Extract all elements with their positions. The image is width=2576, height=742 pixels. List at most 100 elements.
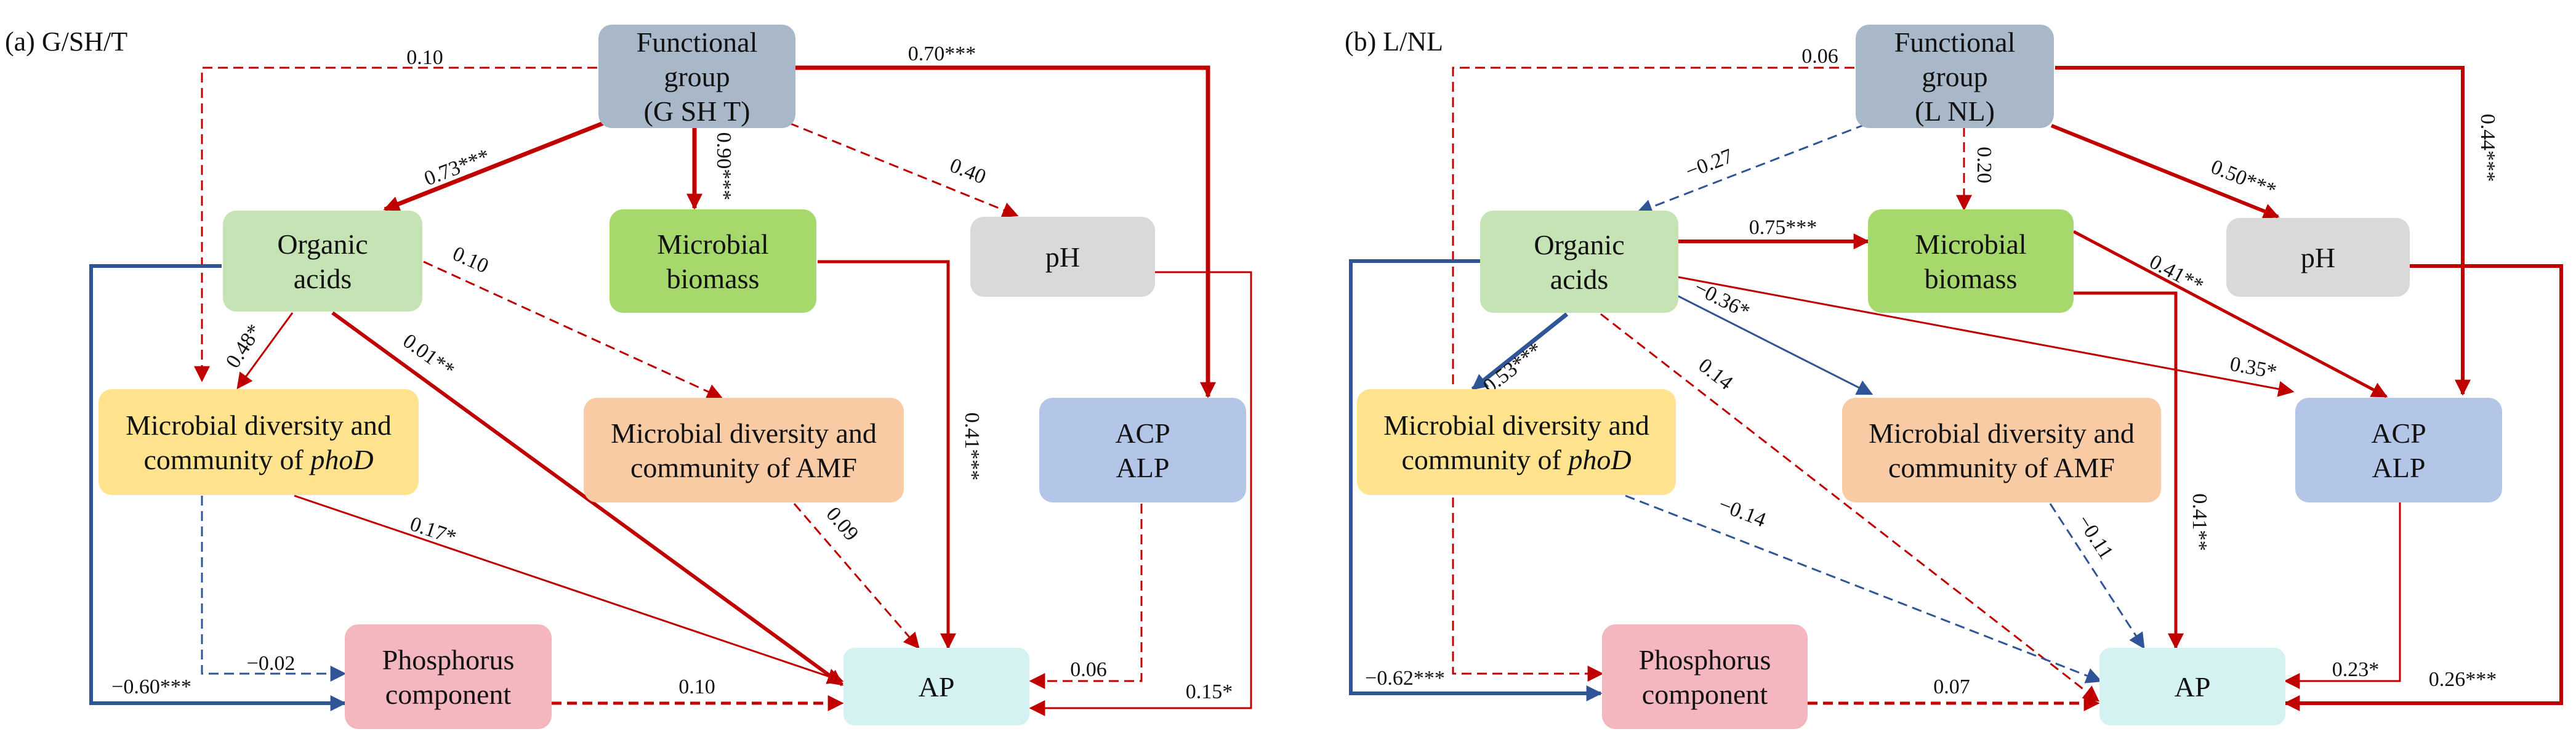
b-node-ph — [2226, 218, 2410, 297]
a-edge-fg-mdp-label: 0.10 — [406, 46, 443, 69]
b-node-microbial-biomass — [1868, 209, 2074, 313]
a-edge-mdp-pc — [201, 496, 347, 682]
node-label-line: Functional — [637, 26, 758, 58]
b-edge-oa-pc-label: −0.62*** — [1365, 667, 1445, 690]
b-node-diversity-amf — [1842, 398, 2161, 502]
b-edge-fg-pc-label: 0.06 — [1801, 45, 1838, 68]
b-edge-oa-ap — [1600, 313, 2100, 702]
node-label-line: biomass — [667, 263, 760, 294]
b-edge-mdp-ap — [1625, 494, 2103, 684]
b-node-ph-label: pH — [2301, 242, 2335, 273]
node-label-line: Organic — [277, 228, 368, 260]
a-edge-acp-ap-label: 0.06 — [1070, 658, 1107, 681]
node-label-line: ACP — [2371, 417, 2426, 449]
node-label-line: component — [385, 679, 512, 710]
a-node-ap — [843, 648, 1029, 725]
b-edge-acp-ap — [2284, 502, 2401, 689]
b-edge-mb-ap — [2074, 291, 2184, 650]
a-edge-mb-ap — [818, 260, 956, 650]
node-label-line: biomass — [1925, 263, 2018, 294]
a-edge-oa-mdp — [236, 312, 294, 390]
node-label-line: AP — [2175, 671, 2211, 703]
a-node-ph — [970, 217, 1155, 297]
b-edge-mb-acp-label: 0.41** — [2146, 250, 2207, 297]
node-label-line: Functional — [1894, 26, 2016, 58]
a-edge-pc-ap-label: 0.10 — [678, 675, 715, 698]
a-edge-oa-mda — [423, 260, 723, 400]
a-edge-mda-ap-label: 0.09 — [821, 503, 863, 546]
panel-a-edges: 0.10 0.70*** 0.73*** 0.90*** 0.40 0.10 — [89, 42, 1252, 716]
b-node-phosphorus-component-label: Phosphorus component — [1639, 644, 1771, 710]
b-edge-fg-pc — [1452, 67, 1854, 682]
node-label-line: (G SH T) — [644, 95, 751, 127]
a-node-diversity-amf — [584, 398, 904, 502]
node-label-line: Phosphorus — [382, 644, 515, 675]
a-edge-fg-acp-label: 0.70*** — [908, 42, 976, 65]
node-label-line: acids — [1550, 264, 1609, 295]
a-node-phosphorus-component-label: Phosphorus component — [382, 644, 515, 710]
node-label-line: Phosphorus — [1639, 644, 1771, 675]
b-edge-fg-ap-label: 0.26*** — [2429, 668, 2497, 691]
b-node-ap — [2099, 648, 2285, 725]
panel-a-label: (a) G/SH/T — [5, 26, 127, 57]
a-edge-mb-ap-label: 0.41*** — [960, 413, 983, 481]
b-node-diversity-phod — [1357, 389, 1676, 495]
b-edge-oa-mb-label: 0.75*** — [1749, 216, 1817, 239]
node-label-line: Microbial — [657, 228, 768, 260]
a-edge-fg-ph — [789, 122, 1019, 218]
node-label-line: group — [664, 61, 730, 92]
a-edge-mdp-ap-label: 0.17* — [407, 512, 459, 549]
a-edge-ph-ap-label: 0.15* — [1186, 680, 1233, 703]
node-label-line: community of phoD — [143, 444, 373, 475]
b-node-ap-label: AP — [2175, 671, 2211, 703]
a-edge-fg-oa — [383, 119, 608, 212]
node-label-line: pH — [1045, 241, 1080, 273]
a-edge-oa-mdp-label: 0.48* — [222, 320, 267, 372]
b-edge-oa-mda-label: −0.36* — [1691, 276, 1753, 323]
a-edge-oa-ap — [331, 311, 844, 687]
a-edge-fg-mdp — [194, 67, 597, 382]
node-label-line: Microbial diversity and — [1869, 417, 2135, 449]
b-node-organic-acids — [1480, 211, 1678, 313]
a-edge-oa-pc-label: −0.60*** — [111, 675, 191, 698]
node-label-line: Organic — [1534, 229, 1624, 260]
a-edge-fg-oa-label: 0.73*** — [421, 145, 493, 190]
b-edge-oa-acp — [1678, 276, 2295, 397]
b-edge-mda-ap-label: −0.11 — [2072, 511, 2117, 563]
a-edge-mdp-pc-label: −0.02 — [247, 652, 296, 675]
b-edge-mb-acp — [2072, 230, 2388, 398]
panel-a: (a) G/SH/T 0.10 0.70*** 0.73*** 0.90*** … — [5, 25, 1252, 729]
b-node-functional-group — [1856, 25, 2054, 128]
node-label-line: component — [1642, 679, 1768, 710]
node-label-line: Microbial diversity and — [126, 409, 392, 441]
b-edge-acp-ap-label: 0.23* — [2332, 658, 2380, 681]
node-label-line: Microbial — [1915, 228, 2026, 260]
a-edge-mdp-ap — [294, 494, 844, 684]
node-label-line: (L NL) — [1915, 95, 1995, 127]
node-label-line: Microbial diversity and — [1383, 409, 1649, 441]
b-edge-fg-mb-label: 0.20 — [1973, 147, 1995, 183]
a-node-ap-label: AP — [919, 671, 955, 703]
a-node-diversity-phod — [99, 389, 419, 495]
b-node-organic-acids-label: Organic acids — [1534, 229, 1624, 295]
node-label-line: ALP — [2372, 452, 2426, 483]
b-edge-oa-mda — [1674, 293, 1874, 395]
node-label-line: ALP — [1116, 452, 1170, 483]
a-node-phosphorus-component — [345, 624, 552, 729]
node-label-line: group — [1922, 61, 1987, 92]
node-label-line: acids — [294, 263, 352, 294]
b-edge-mdp-ap-label: −0.14 — [1715, 493, 1769, 532]
a-node-microbial-biomass — [610, 209, 816, 313]
